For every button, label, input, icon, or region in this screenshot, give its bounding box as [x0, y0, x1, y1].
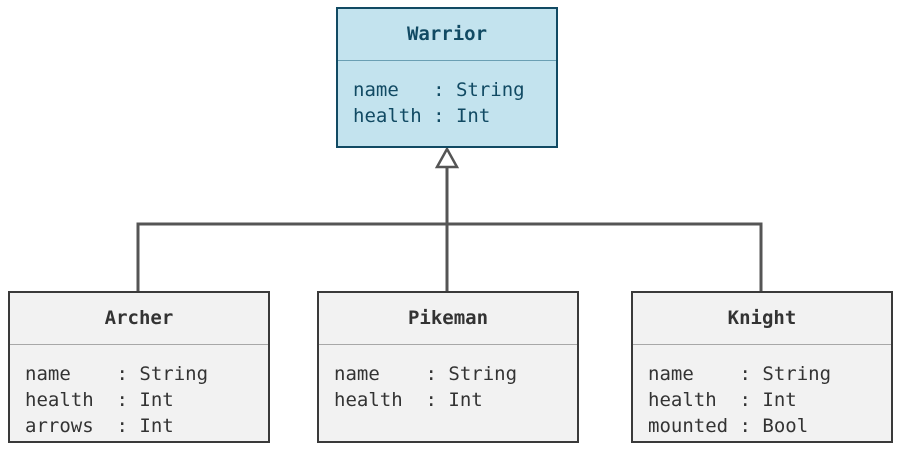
- attribute: health : Int: [25, 389, 174, 411]
- class-title-archer: Archer: [10, 293, 268, 345]
- attribute-list-pikeman: name : String health : Int: [319, 345, 577, 413]
- attribute: health : Int: [353, 105, 491, 127]
- attribute: health : Int: [648, 389, 797, 411]
- class-title-pikeman: Pikeman: [319, 293, 577, 345]
- attribute: name : String: [25, 363, 209, 385]
- generalization-arrowhead-icon: [434, 146, 460, 169]
- class-warrior[interactable]: Warrior name : String health : Int: [336, 7, 558, 148]
- connector-knight: [447, 222, 763, 291]
- class-title-knight: Knight: [633, 293, 891, 345]
- attribute-list-knight: name : String health : Int mounted : Boo…: [633, 345, 891, 439]
- attribute-list-archer: name : String health : Int arrows : Int: [10, 345, 268, 439]
- attribute: mounted : Bool: [648, 415, 809, 437]
- attribute-list-warrior: name : String health : Int: [338, 61, 556, 129]
- attribute: name : String: [353, 79, 525, 101]
- class-archer[interactable]: Archer name : String health : Int arrows…: [8, 291, 270, 443]
- attribute: name : String: [334, 363, 518, 385]
- attribute: arrows : Int: [25, 415, 174, 437]
- attribute: name : String: [648, 363, 832, 385]
- class-knight[interactable]: Knight name : String health : Int mounte…: [631, 291, 893, 443]
- attribute: health : Int: [334, 389, 483, 411]
- connector-archer: [136, 222, 447, 291]
- class-pikeman[interactable]: Pikeman name : String health : Int: [317, 291, 579, 443]
- class-title-warrior: Warrior: [338, 9, 556, 61]
